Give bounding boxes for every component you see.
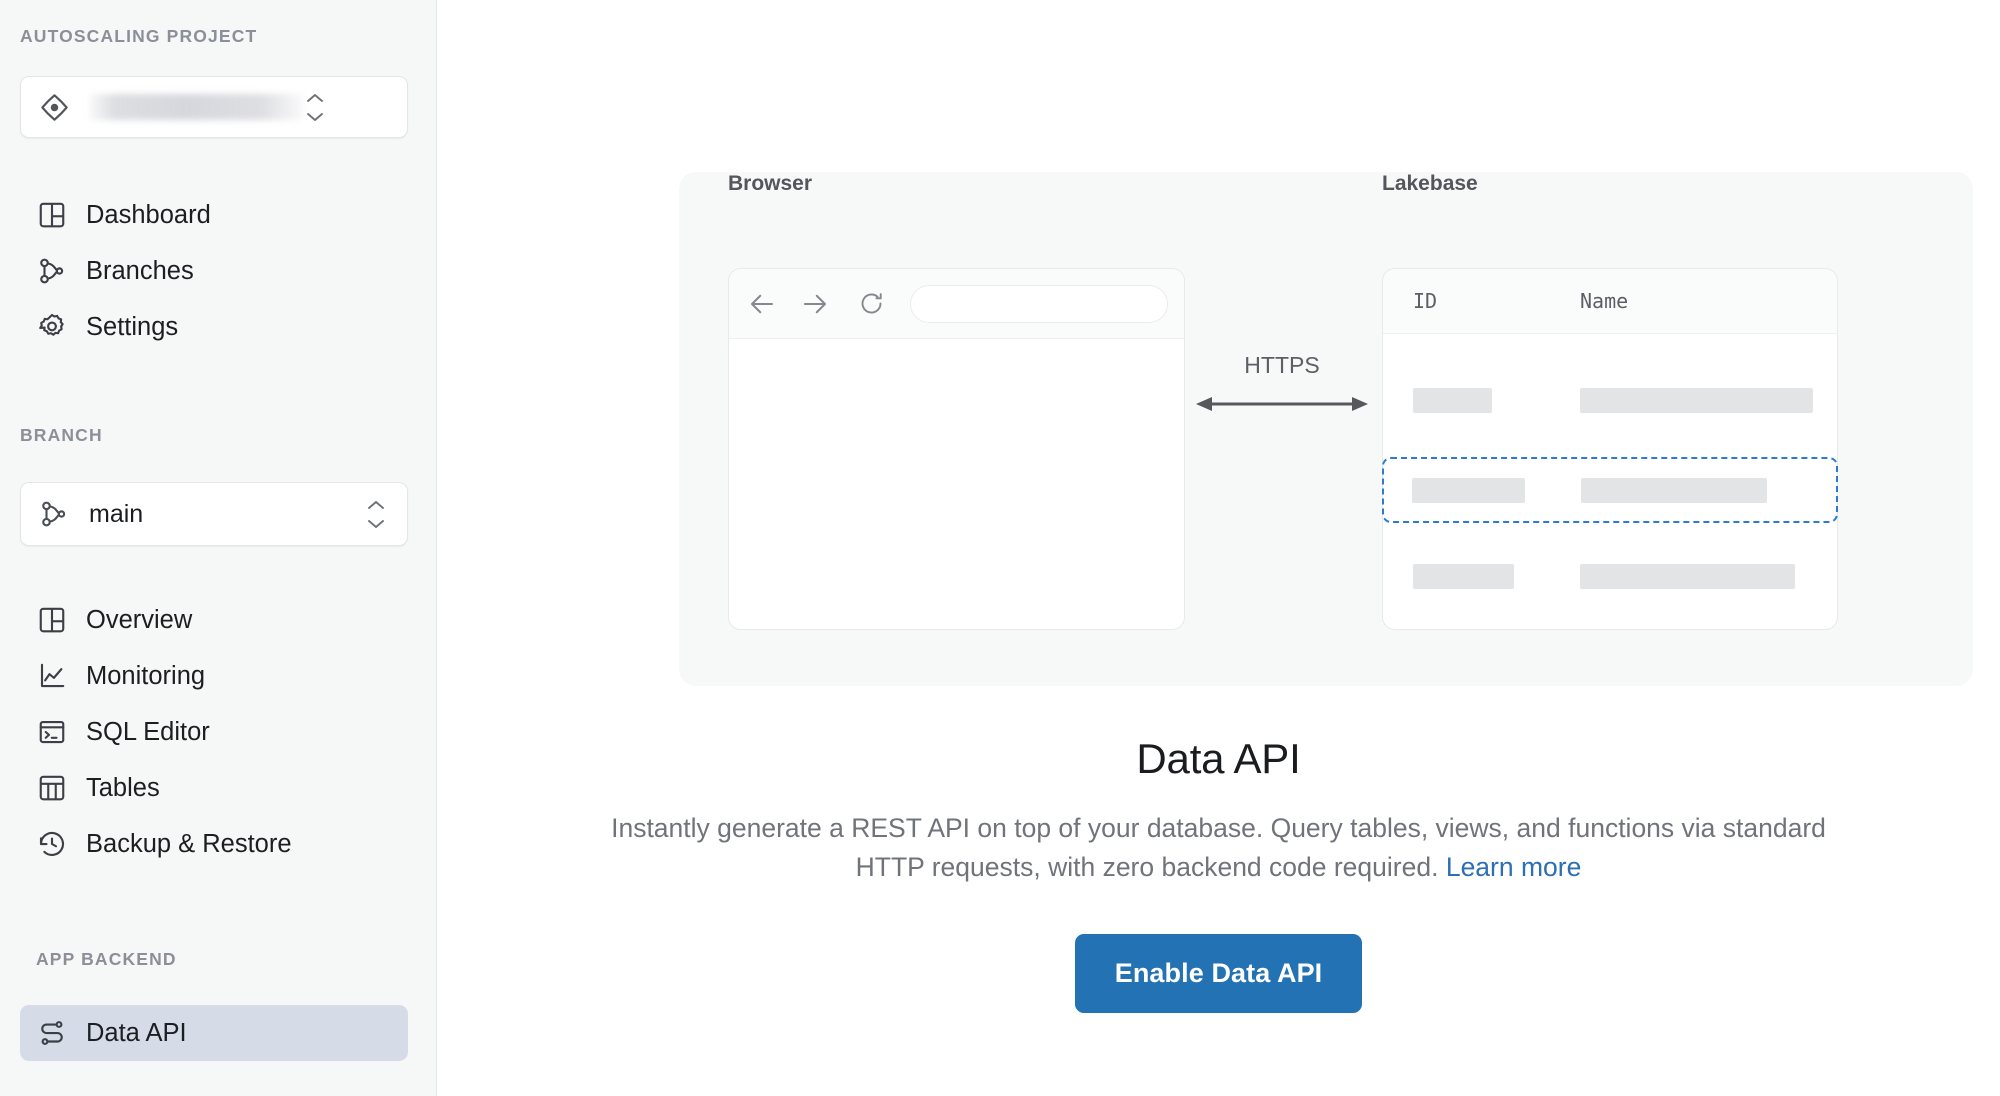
enable-button-container: Enable Data API [437, 934, 2000, 1014]
sidebar-item-tables[interactable]: Tables [20, 760, 408, 816]
sidebar-section-label-app-backend: APP BACKEND [36, 949, 177, 969]
browser-panel-caption: Browser [728, 172, 813, 195]
lakebase-table-mock: ID Name [1382, 268, 1838, 630]
browser-viewport [729, 339, 1184, 629]
chevron-up-down-icon [304, 88, 326, 126]
browser-url-input[interactable] [910, 284, 1168, 323]
data-api-route-icon [36, 1017, 68, 1049]
sidebar-item-dashboard[interactable]: Dashboard [20, 187, 408, 243]
sidebar-item-label: Backup & Restore [86, 829, 292, 858]
cell-placeholder-id [1412, 477, 1525, 503]
project-name-redacted [89, 94, 304, 120]
gear-icon [36, 311, 68, 343]
sidebar-item-branches[interactable]: Branches [20, 243, 408, 299]
browser-toolbar [729, 269, 1184, 339]
reload-icon[interactable] [854, 287, 888, 321]
browser-mock [728, 268, 1185, 630]
sidebar-item-label: Settings [86, 312, 179, 341]
sidebar-item-label: Monitoring [86, 661, 206, 690]
cell-placeholder-name [1581, 477, 1767, 503]
page-title: Data API [1136, 735, 1301, 782]
table-row[interactable] [1383, 367, 1837, 433]
sidebar-item-label: Overview [86, 605, 193, 634]
learn-more-link[interactable]: Learn more [1445, 851, 1582, 882]
cell-placeholder-name [1580, 387, 1813, 413]
enable-data-api-button[interactable]: Enable Data API [1074, 934, 1363, 1014]
sidebar-item-data-api[interactable]: Data API [20, 1005, 408, 1061]
cell-placeholder-id [1413, 387, 1492, 413]
branch-selector-value: main [89, 499, 144, 528]
data-api-illustration: Browser [679, 172, 1973, 686]
https-label: HTTPS [1244, 352, 1320, 378]
lakebase-panel-caption: Lakebase [1382, 172, 1478, 195]
sidebar-item-sql-editor[interactable]: SQL Editor [20, 704, 408, 760]
sidebar-section-label-project: AUTOSCALING PROJECT [20, 26, 258, 46]
branch-icon [37, 497, 71, 531]
page-description-text: Instantly generate a REST API on top of … [611, 813, 1826, 882]
main-content: Browser [437, 0, 2000, 1096]
branch-selector[interactable]: main [20, 482, 408, 546]
project-selector[interactable] [20, 76, 408, 138]
cell-placeholder-name [1580, 563, 1795, 589]
https-connector: HTTPS [1194, 352, 1370, 422]
branch-icon [36, 255, 68, 287]
dashboard-grid-icon [36, 604, 68, 636]
double-arrow-icon [1196, 397, 1368, 411]
sidebar-item-backup-restore[interactable]: Backup & Restore [20, 816, 408, 872]
project-diamond-icon [37, 90, 71, 124]
sidebar-item-overview[interactable]: Overview [20, 592, 408, 648]
data-api-content: Data API Instantly generate a REST API o… [437, 735, 2000, 1014]
sidebar-item-label: Branches [86, 256, 194, 285]
dashboard-grid-icon [36, 199, 68, 231]
sidebar-section-label-branch: BRANCH [20, 425, 103, 445]
terminal-icon [36, 716, 68, 748]
sidebar-item-settings[interactable]: Settings [20, 299, 408, 355]
sidebar-item-label: Data API [86, 1018, 187, 1047]
lakebase-table-header-row: ID Name [1383, 269, 1837, 334]
page-description: Instantly generate a REST API on top of … [589, 809, 1849, 886]
column-header-id: ID [1413, 289, 1438, 313]
history-clock-icon [36, 828, 68, 860]
sidebar-item-label: SQL Editor [86, 717, 210, 746]
sidebar: AUTOSCALING PROJECT [0, 0, 437, 1096]
line-chart-icon [36, 660, 68, 692]
arrow-left-icon[interactable] [745, 287, 779, 321]
sidebar-item-label: Tables [86, 773, 160, 802]
sidebar-item-monitoring[interactable]: Monitoring [20, 648, 408, 704]
table-row[interactable] [1383, 543, 1837, 609]
table-row-highlighted[interactable] [1382, 457, 1838, 523]
column-header-name: Name [1580, 289, 1629, 313]
sidebar-item-label: Dashboard [86, 200, 211, 229]
table-icon [36, 772, 68, 804]
chevron-up-down-icon [365, 495, 387, 533]
arrow-right-icon[interactable] [798, 287, 832, 321]
cell-placeholder-id [1413, 563, 1514, 589]
